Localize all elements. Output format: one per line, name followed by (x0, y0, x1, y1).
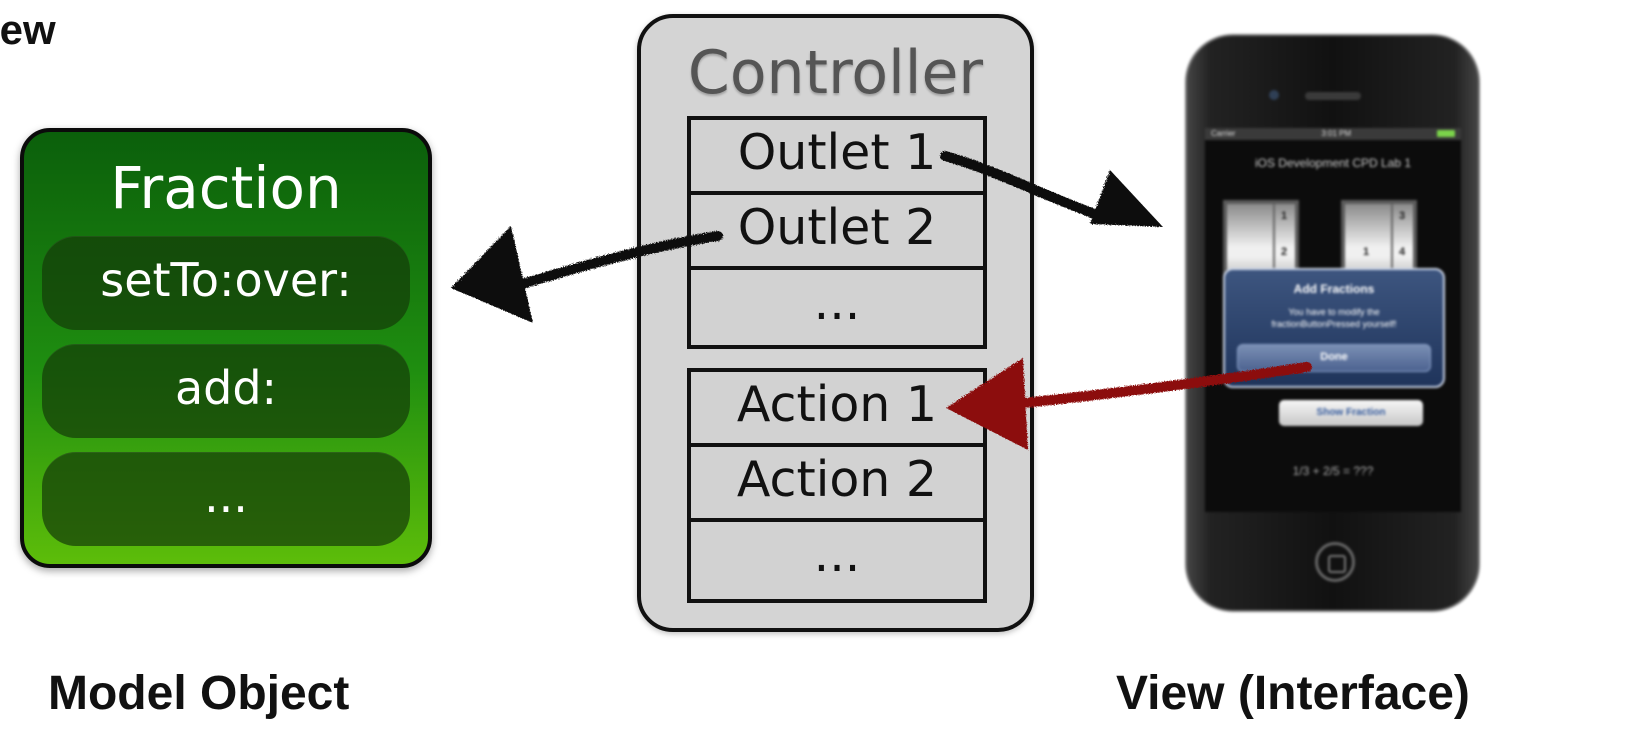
caption-model-object: Model Object (48, 667, 350, 720)
battery-icon (1437, 130, 1455, 137)
picker-value: 3 (1399, 210, 1406, 222)
alert-title: Add Fractions (1293, 282, 1375, 296)
home-square-icon (1328, 555, 1346, 573)
speaker-grille (1305, 92, 1361, 100)
caption-view-interface: View (Interface) (1116, 667, 1470, 720)
picker-value: 4 (1399, 246, 1406, 258)
home-button[interactable] (1315, 542, 1355, 582)
app-title: iOS Development CPD Lab 1 (1254, 156, 1412, 170)
status-time: 3:01 PM (1321, 129, 1352, 138)
picker-value: 2 (1281, 246, 1288, 258)
carrier-label: Carrier (1211, 129, 1236, 138)
controller-box: Controller Outlet 1 Outlet 2 ... Action … (637, 14, 1034, 632)
corner-label: iew (0, 6, 56, 53)
show-fraction-button[interactable]: Show Fraction (1279, 400, 1423, 426)
picker-divider (1273, 204, 1275, 300)
action-more: ... (813, 526, 861, 583)
method-setto-over: setTo:over: (42, 236, 410, 330)
picker-value: 1 (1363, 246, 1370, 258)
alert-message: You have to modify the fractionButtonPre… (1271, 307, 1397, 329)
method-more: ... (42, 452, 410, 546)
outlet-more: ... (813, 274, 861, 331)
done-button[interactable]: Done (1237, 344, 1431, 372)
action-1: Action 1 (691, 372, 983, 447)
actions-group: Action 1 Action 2 ... (687, 368, 987, 603)
iphone-view: Carrier 3:01 PM iOS Development CPD Lab … (1185, 34, 1480, 612)
model-title: Fraction (110, 154, 342, 222)
equation-label: 1/3 + 2/5 = ??? (1292, 464, 1374, 478)
controller-title: Controller (687, 38, 984, 108)
outlet-1: Outlet 1 (691, 120, 983, 195)
outlet-2: Outlet 2 (691, 195, 983, 270)
action-2: Action 2 (691, 447, 983, 522)
alert-dialog: Add Fractions You have to modify the fra… (1223, 268, 1445, 388)
phone-screen: Carrier 3:01 PM iOS Development CPD Lab … (1205, 128, 1461, 512)
outlets-group: Outlet 1 Outlet 2 ... (687, 116, 987, 349)
camera-icon (1269, 90, 1279, 100)
method-add: add: (42, 344, 410, 438)
model-object-box: Fraction setTo:over: add: ... (20, 128, 432, 568)
picker-divider (1391, 204, 1393, 300)
status-bar: Carrier 3:01 PM (1205, 128, 1461, 140)
picker-value: 1 (1281, 210, 1288, 222)
